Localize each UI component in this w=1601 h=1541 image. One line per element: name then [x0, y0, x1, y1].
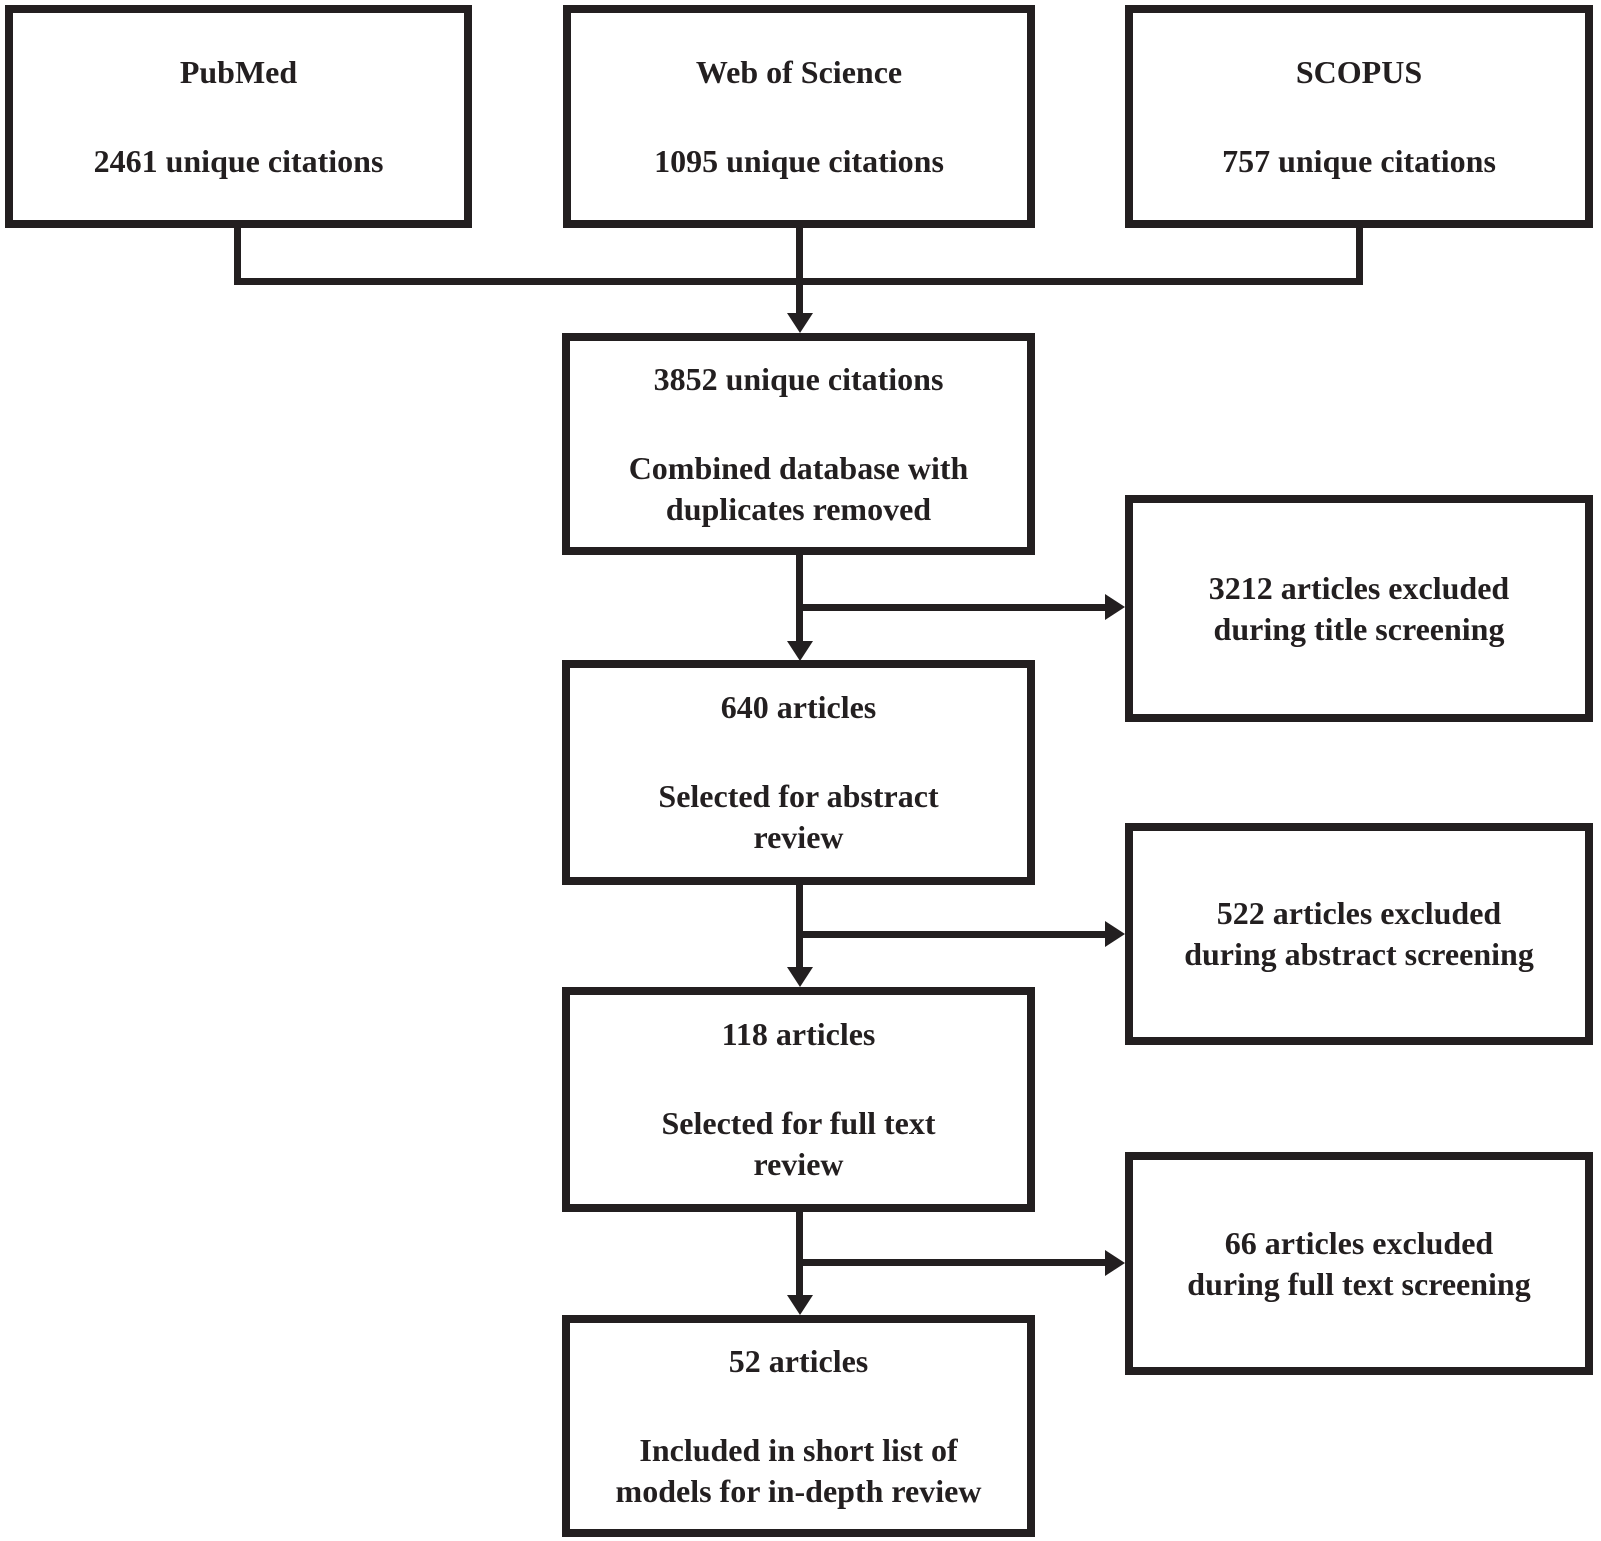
stage-description-line: Selected for full text: [661, 1105, 936, 1141]
exclusion-text-line: 3212 articles excluded: [1208, 569, 1510, 606]
stage-count: 640 articles: [720, 689, 877, 725]
exclusion-text-line: during title screening: [1213, 610, 1505, 647]
connector-line: [234, 226, 241, 285]
exclusion-box-full-text-screening: 66 articles excluded during full text sc…: [1125, 1152, 1593, 1375]
stage-box-included-shortlist: 52 articles Included in short list of mo…: [562, 1315, 1035, 1537]
stage-description: Combined database with duplicates remove…: [629, 448, 969, 530]
source-count: 1095 unique citations: [654, 142, 944, 179]
stage-box-combined-database: 3852 unique citations Combined database …: [562, 333, 1035, 555]
stage-count: 52 articles: [728, 1342, 869, 1379]
connector-line: [796, 881, 803, 970]
exclusion-text: 522 articles excluded during abstract sc…: [1184, 893, 1534, 975]
stage-count: 118 articles: [721, 1016, 876, 1052]
exclusion-box-abstract-screening: 522 articles excluded during abstract sc…: [1125, 823, 1593, 1045]
stage-description: Selected for full text review: [662, 1103, 936, 1185]
exclusion-text: 66 articles excluded during full text sc…: [1187, 1223, 1530, 1305]
arrow-down-icon: [787, 313, 813, 333]
source-title: Web of Science: [695, 53, 903, 90]
arrow-right-icon: [1105, 921, 1125, 947]
arrow-down-icon: [787, 1295, 813, 1315]
source-title: PubMed: [179, 53, 298, 90]
arrow-right-icon: [1105, 594, 1125, 620]
exclusion-text: 3212 articles excluded during title scre…: [1209, 568, 1509, 650]
source-box-web-of-science: Web of Science 1095 unique citations: [563, 5, 1035, 228]
exclusion-box-title-screening: 3212 articles excluded during title scre…: [1125, 495, 1593, 722]
connector-line: [796, 931, 1107, 938]
stage-box-full-text-review: 118 articles Selected for full text revi…: [562, 987, 1035, 1212]
connector-line: [796, 1259, 1107, 1266]
exclusion-text-line: 66 articles excluded: [1224, 1224, 1494, 1261]
stage-description-line: models for in-depth review: [615, 1472, 982, 1509]
stage-count: 3852 unique citations: [653, 360, 944, 397]
stage-description-line: Combined database with: [628, 449, 969, 486]
stage-description-line: Included in short list of: [639, 1431, 958, 1468]
source-box-scopus: SCOPUS 757 unique citations: [1125, 5, 1593, 228]
stage-description: Selected for abstract review: [658, 776, 938, 858]
exclusion-text-line: 522 articles excluded: [1216, 895, 1502, 931]
source-count: 2461 unique citations: [93, 142, 384, 179]
stage-description-line: review: [753, 819, 844, 855]
connector-line: [1356, 226, 1363, 285]
arrow-right-icon: [1105, 1250, 1125, 1276]
connector-line: [796, 551, 803, 644]
exclusion-text-line: during abstract screening: [1184, 936, 1534, 972]
stage-box-abstract-review: 640 articles Selected for abstract revie…: [562, 660, 1035, 885]
stage-description-line: duplicates removed: [665, 490, 932, 527]
arrow-down-icon: [787, 641, 813, 661]
connector-line: [796, 226, 803, 316]
source-title: SCOPUS: [1295, 53, 1423, 90]
connector-line: [796, 1208, 803, 1300]
source-count: 757 unique citations: [1222, 142, 1496, 179]
source-box-pubmed: PubMed 2461 unique citations: [5, 5, 472, 228]
stage-description-line: Selected for abstract: [658, 778, 939, 814]
stage-description-line: review: [753, 1146, 844, 1182]
connector-line: [796, 604, 1107, 611]
arrow-down-icon: [787, 967, 813, 987]
exclusion-text-line: during full text screening: [1187, 1265, 1531, 1302]
stage-description: Included in short list of models for in-…: [616, 1430, 982, 1512]
